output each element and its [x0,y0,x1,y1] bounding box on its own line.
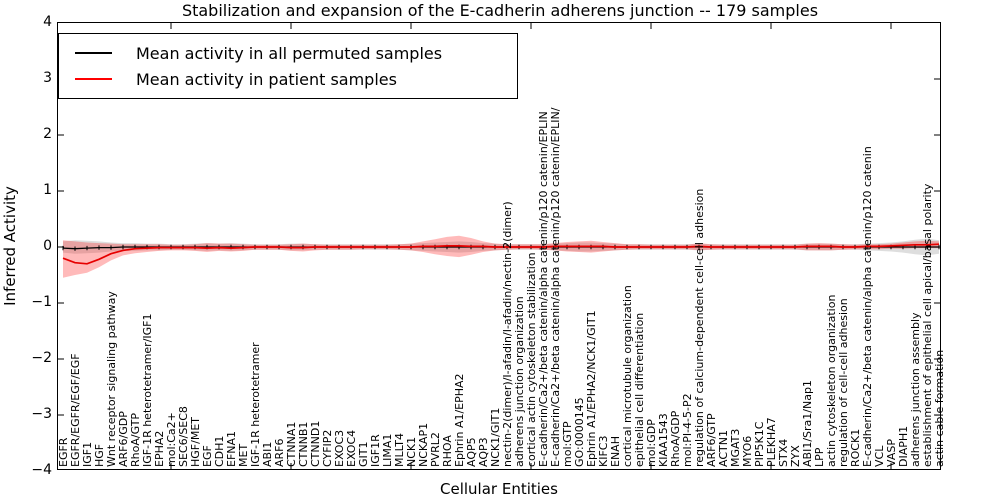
x-tick-label: ENAH [609,436,622,467]
x-tick-label: ARF6/GDP [117,411,130,467]
x-tick-label: MLLT4 [393,433,406,467]
x-tick-label: EGFR/EGFR/EGF/EGF [69,353,82,467]
y-tick-label: 1 [43,182,52,198]
x-tick-label: IGF1 [81,441,94,467]
x-tick-label: establishment of epithelial cell apical/… [921,183,934,467]
x-tick-label: CDH1 [213,435,226,467]
y-tick-label: −1 [31,294,52,310]
x-tick-label: mol:PI-4-5-P2 [681,393,694,467]
x-tick-label: CTNNA1 [285,421,298,467]
x-tick-label: Ephrin A1/EPHA2/NCK1/GIT1 [585,310,598,467]
x-tick-label: CTNND1 [309,420,322,467]
x-tick-label: ABI1 [261,441,274,467]
x-tick-label: E-cadherin/Ca2+/beta catenin/alpha caten… [549,107,562,467]
x-tick-label: SEC6/SEC8 [177,406,190,467]
x-tick-label: ACTN1 [717,430,730,467]
x-tick-label: IGF-1R heterotetramer/IGF1 [141,313,154,468]
x-tick-label: regulation of cell-cell adhesion [837,298,850,467]
x-tick-label: ARF6 [273,438,286,468]
legend-label-permuted: Mean activity in all permuted samples [136,43,443,63]
x-tick-label: cortical actin cytoskeleton stabilizatio… [525,252,538,467]
x-tick-label: AQP3 [477,437,490,467]
x-tick-label: mol:GTP [561,421,574,467]
legend-row-patient: Mean activity in patient samples [75,70,517,89]
x-tick-label: regulation of calcium-dependent cell-cel… [693,188,706,467]
legend: Mean activity in all permuted samples Me… [58,33,518,99]
x-tick-label: Wnt receptor signaling pathway [105,291,118,467]
x-tick-label: MGAT3 [729,428,742,467]
x-tick-label: NCK1 [405,436,418,467]
x-tick-label: RhoA/GTP [129,412,142,467]
y-tick-label: 3 [43,70,52,86]
x-tick-label: EFNA1 [225,430,238,467]
x-tick-label: KIFC3 [597,435,610,467]
y-tick-label: 4 [43,14,52,30]
x-tick-label: GIT1 [357,441,370,468]
x-tick-label: CTNNB1 [297,421,310,467]
x-tick-label: PVRL2 [429,432,442,467]
x-tick-label: EXOC3 [333,429,346,467]
x-tick-label: CYFIP2 [321,429,334,467]
x-tick-label: nectin-2(dimer)/I-afadin/I-afadin/nectin… [501,201,514,467]
x-tick-label: mol:GDP [645,419,658,467]
x-tick-label: PIP5K1C [753,421,766,467]
legend-label-patient: Mean activity in patient samples [136,69,397,89]
y-tick-label: −4 [31,462,52,478]
x-tick-label: VCL [873,445,886,467]
x-tick-label: epithelial cell differentiation [633,312,646,467]
x-tick-label: IGF1R [369,434,382,467]
x-tick-label: HGF [93,443,106,467]
x-tick-label: E-cadherin/Ca2+/beta catenin/alpha caten… [861,146,874,467]
x-tick-label: ROCK1 [849,428,862,467]
x-tick-label: LIMA1 [381,433,394,467]
x-tick-label: IGF-1R heterotetramer [249,342,262,467]
x-tick-label: RhoA/GDP [669,410,682,467]
x-tick-label: EXOC4 [345,429,358,467]
chart-title: Stabilization and expansion of the E-cad… [181,1,819,20]
x-tick-label: RHOA [441,435,454,467]
x-tick-label: DIAPH1 [897,425,910,467]
y-tick-label: −3 [31,406,52,422]
x-tick-label: NCKAP1 [417,422,430,467]
x-tick-label: adherens junction assembly [909,312,922,467]
x-tick-label: ARF6/GTP [705,413,718,467]
x-tick-label: adherens junction organization [513,296,526,467]
x-tick-label: PLEKHA7 [765,417,778,467]
x-tick-label: actin cytoskeleton organization [825,294,838,467]
x-tick-label: MYO6 [741,435,754,467]
x-tick-label: EGF [201,445,214,467]
legend-row-permuted: Mean activity in all permuted samples [75,44,517,63]
permuted-line-swatch [75,52,112,54]
x-tick-label: ZYX [789,445,802,467]
x-tick-label: Ephrin A1/EPHA2 [453,373,466,467]
x-tick-label: EPHA2 [153,430,166,467]
x-axis-label: Cellular Entities [440,480,558,498]
patient-line [62,243,940,265]
x-tick-label: VASP [885,439,898,467]
y-tick-label: −2 [31,350,52,366]
x-tick-label: STX4 [777,438,790,467]
x-tick-label: AQP5 [465,437,478,467]
x-tick-label: actin cable formation [933,349,946,467]
x-tick-label: mol:Ca2+ [165,412,178,467]
x-tick-label: MET [237,443,250,467]
y-tick-label: 0 [43,238,52,254]
x-tick-label: LPP [813,447,826,467]
x-tick-label: GO:0000145 [573,397,586,467]
x-tick-label: E-cadherin/Ca2+/beta catenin/alpha caten… [537,111,550,467]
x-tick-label: KIAA1543 [657,413,670,467]
x-tick-label: cortical microtubule organization [621,285,634,467]
x-tick-label: ABI1/Sra1/Nap1 [801,380,814,467]
plot-canvas [58,23,940,469]
x-tick-label: HGF/MET [189,417,202,467]
patient-line-swatch [75,78,112,80]
x-tick-label: NCK1/GIT1 [489,407,502,467]
y-tick-label: 2 [43,126,52,142]
x-tick-label: EGFR [57,437,70,467]
